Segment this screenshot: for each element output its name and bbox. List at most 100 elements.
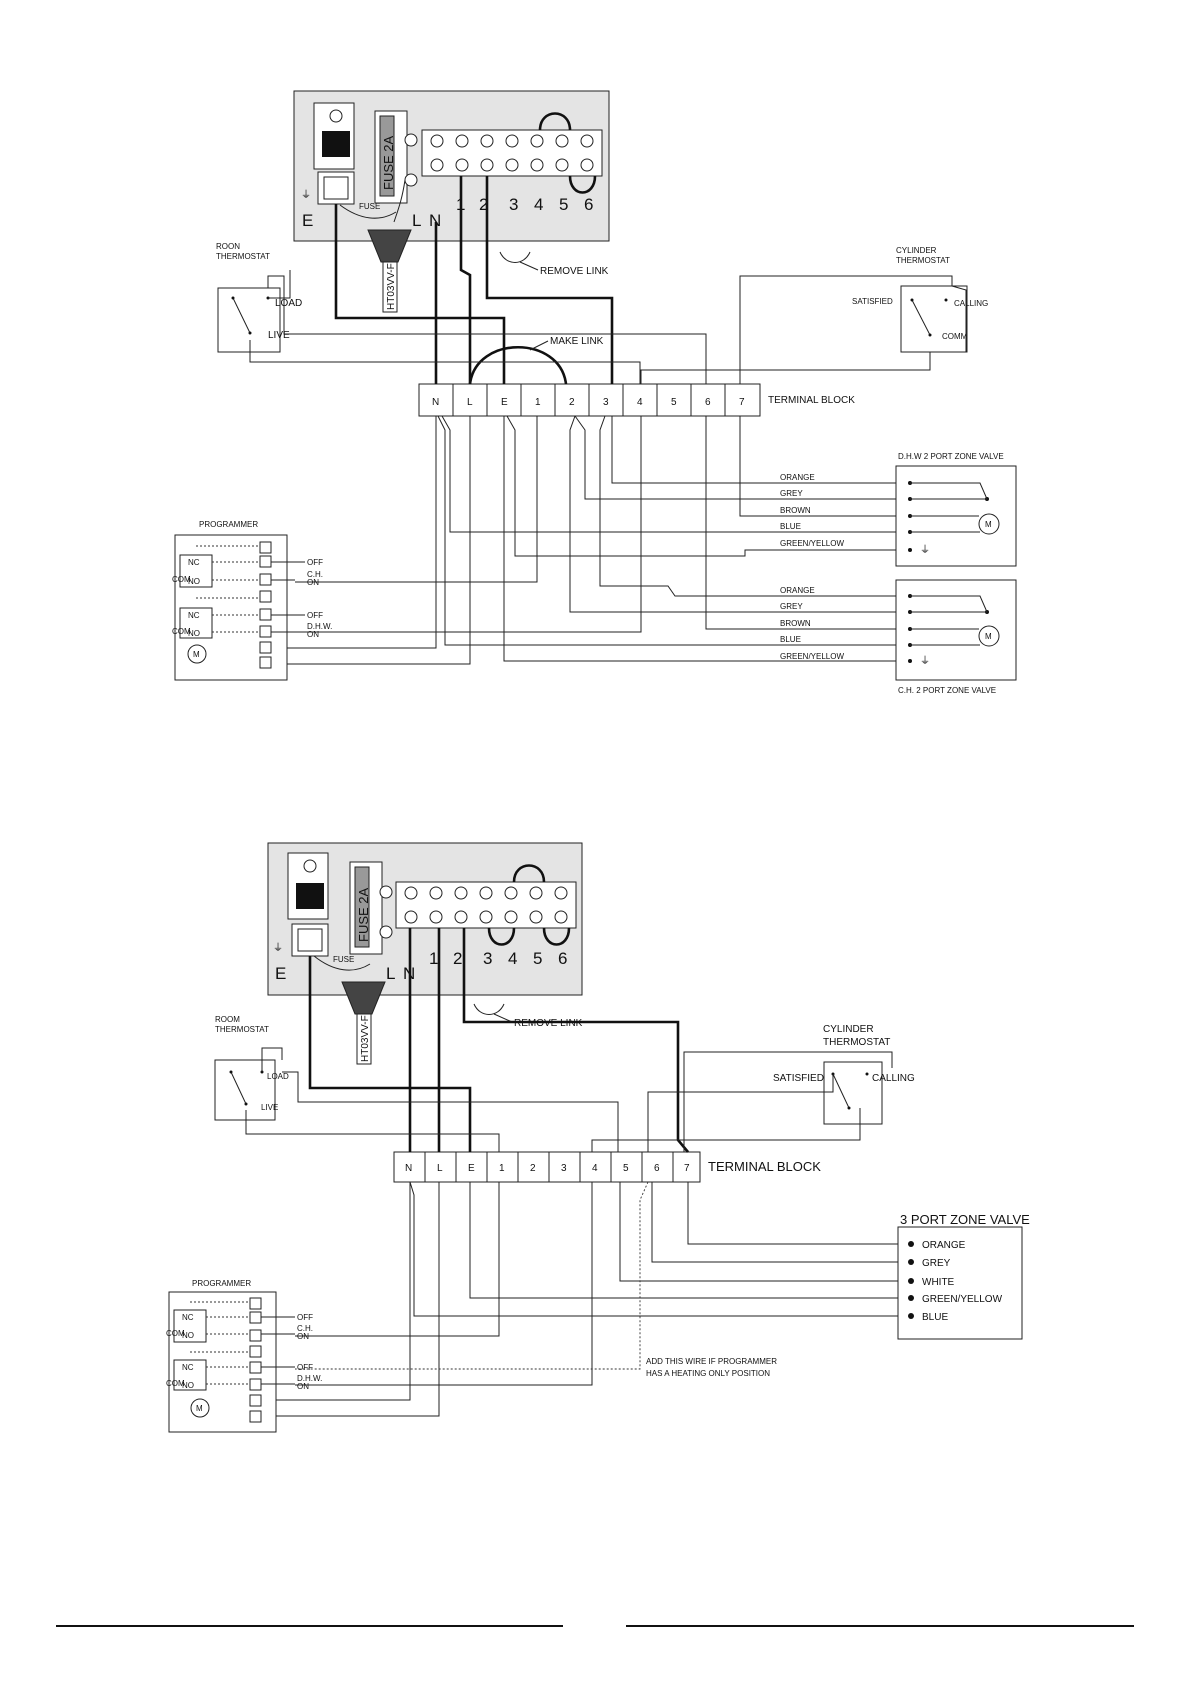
three-port-wire-grey: GREY [922,1258,951,1269]
room-thermostat-load: LOAD [275,298,302,309]
fuse-screw [404,133,418,147]
boiler-unit-2: ⏚ FUSE 2A FUSE E L N 1 2 3 4 5 6 HT03V [267,842,583,1065]
terminal-label-e: E [275,964,286,983]
ch-valve-title: C.H. 2 PORT ZONE VALVE [898,686,996,695]
ch-relay-nc: NC [182,1313,194,1322]
cylinder-thermostat-comm: COMM [942,332,968,341]
terminal-e: E [468,1163,475,1174]
note-line-2: HAS A HEATING ONLY POSITION [646,1369,770,1378]
terminal-label-l: L [412,211,421,230]
programmer-2: PROGRAMMER NC NO COM NC NO COM OFF C.H. … [166,1279,322,1433]
terminal-label-2: 2 [479,195,488,214]
dhw-relay [173,1359,207,1391]
earth-terminal-screw [323,176,349,200]
cylinder-thermostat-switch [911,299,931,336]
make-link-label: MAKE LINK [550,336,604,347]
cable [382,261,398,313]
room-thermostat-switch [230,1071,247,1105]
cylinder-thermostat-satisfied: SATISFIED [852,297,893,306]
ch-wire-brown: BROWN [780,619,811,628]
terminal-6: 6 [654,1163,660,1174]
room-thermostat-title-line2: THERMOSTAT [215,1025,269,1034]
programmer-title: PROGRAMMER [199,520,258,529]
ch-relay-com: COM [166,1329,185,1338]
fuse-screw [404,173,418,187]
remove-link-label: REMOVE LINK [514,1018,583,1029]
terminal-label-5: 5 [559,195,568,214]
dhw-wire-blue: BLUE [780,522,801,531]
ch-on: ON [297,1332,309,1341]
room-thermostat-2: ROOM THERMOSTAT LOAD LIVE [214,1015,289,1121]
terminal-l: L [467,397,473,408]
earth-clamp [322,131,350,157]
terminal-screws [430,134,594,172]
fuse-label: FUSE 2A [356,887,371,942]
remove-link-symbol [499,251,531,263]
fuse-text: FUSE [359,202,380,211]
three-port-valve-title: 3 PORT ZONE VALVE [900,1212,1030,1227]
terminal-2: 2 [569,397,575,408]
programmer-motor-label: M [193,650,200,659]
dhw-relay [179,607,213,639]
ch-valve-motor-label: M [985,632,992,641]
terminal-block-body [393,1151,701,1183]
ch-relay-com: COM [172,575,191,584]
ch-relay-nc: NC [188,558,200,567]
room-thermostat-box [214,1059,276,1121]
terminal-label-6: 6 [584,195,593,214]
terminal-block-label: TERMINAL BLOCK [768,395,855,406]
room-thermostat-box [217,287,281,353]
control-wires-2 [245,1047,910,1417]
room-thermostat: ROON THERMOSTAT LOAD LIVE [216,242,302,353]
terminal-5: 5 [671,397,677,408]
dhw-zone-valve: D.H.W 2 PORT ZONE VALVE M ⏚ ORANGE GREY … [780,452,1017,567]
room-thermostat-switch [232,297,251,334]
ch-relay [173,1309,207,1343]
terminal-5: 5 [623,1163,629,1174]
cable-gland [367,229,412,263]
control-wires [249,270,967,665]
fuse-text: FUSE [333,955,354,964]
terminal-label-2: 2 [453,949,462,968]
terminal-block-2: N L E 1 2 3 4 5 6 7 TERMINAL BLOCK [393,1151,821,1183]
dhw-relay-nc: NC [182,1363,194,1372]
ch-zone-valve: M ⏚ ORANGE GREY BROWN BLUE GREEN/YELLOW … [780,579,1017,695]
fuse-screw [379,925,393,939]
terminal-screws [404,886,568,924]
terminal-3: 3 [561,1163,567,1174]
earth-symbol-icon [303,859,317,873]
ground-icon: ⏚ [301,189,311,201]
dhw-wire-grey: GREY [780,489,803,498]
make-link [468,345,568,385]
terminal-n: N [432,397,439,408]
ch-wire-orange: ORANGE [780,586,815,595]
ch-valve-box [895,579,1017,681]
terminal-1: 1 [535,397,541,408]
programmer-motor [190,1398,210,1418]
programmer: PROGRAMMER NC NO COM NC NO COM OFF C.H. … [172,520,332,681]
terminal-label-e: E [302,211,313,230]
terminal-7: 7 [739,397,745,408]
three-port-wire-green-yellow: GREEN/YELLOW [922,1294,1003,1305]
cable-label: HT03VV-F [360,1015,371,1062]
terminal-label-6: 6 [558,949,567,968]
dhw-valve-title: D.H.W 2 PORT ZONE VALVE [898,452,1004,461]
terminal-l: L [437,1163,443,1174]
ground-icon: ⏚ [920,544,930,556]
dhw-wire-green-yellow: GREEN/YELLOW [780,539,844,548]
programmer-terminals [249,1297,262,1423]
cable [356,1013,372,1065]
dhw-off: OFF [297,1363,313,1372]
programmer-motor [187,644,207,664]
ch-wire-blue: BLUE [780,635,801,644]
cylinder-thermostat-box [900,285,968,353]
main-wires [334,176,614,384]
room-thermostat-title-line2: THERMOSTAT [216,252,270,261]
dhw-relay-com: COM [166,1379,185,1388]
fuse-screw [379,885,393,899]
terminal-6: 6 [705,397,711,408]
ch-valve-motor [978,625,1000,647]
terminal-block-label: TERMINAL BLOCK [708,1159,821,1174]
ch-relay-no: NO [188,577,200,586]
earth-clamp [296,883,324,909]
